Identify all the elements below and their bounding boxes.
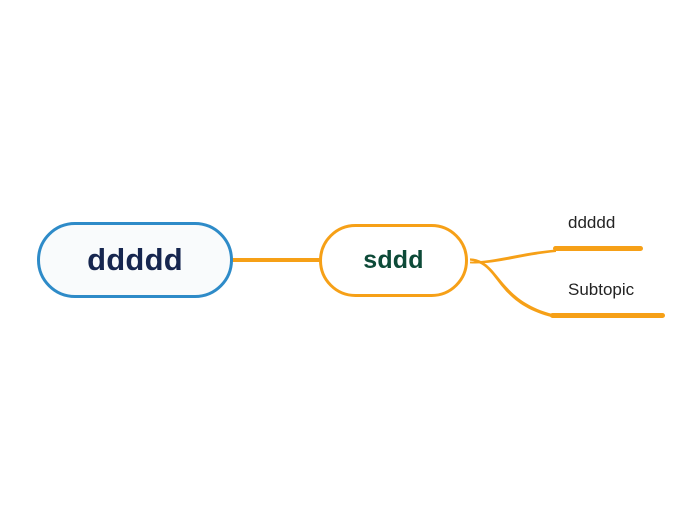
mindmap-leaf-node-2[interactable]: Subtopic [550,280,665,318]
connector-branch-to-leaf-1 [470,249,556,264]
mindmap-leaf-node-1-underline [553,245,643,251]
mindmap-leaf-node-1-label: ddddd [568,213,616,232]
mindmap-branch-node-label: sddd [363,246,424,274]
mindmap-branch-node[interactable]: sddd [319,224,468,297]
mindmap-root-node-label: ddddd [87,242,183,277]
mindmap-leaf-node-1[interactable]: ddddd [553,213,643,251]
mindmap-leaf-node-2-label: Subtopic [568,280,635,299]
mindmap-root-node[interactable]: ddddd [37,222,233,298]
connector-branch-to-leaf-2 [470,258,553,318]
mindmap-leaf-node-2-underline [550,312,665,318]
